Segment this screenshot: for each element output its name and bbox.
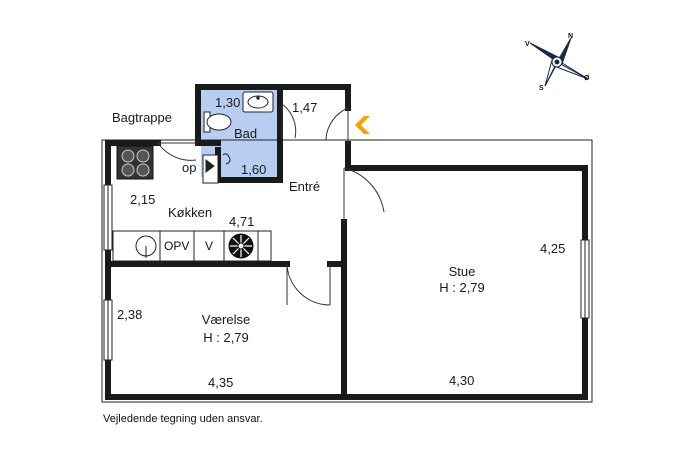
stove xyxy=(116,145,154,180)
kokken-dim-1: 2,15 xyxy=(130,192,156,207)
entrance-arrow-icon xyxy=(355,116,370,134)
compass-letter-n: N xyxy=(568,33,574,40)
water-heater xyxy=(202,154,219,184)
stue-height: H : 2,79 xyxy=(439,280,485,295)
compass-rose-icon xyxy=(529,37,589,87)
stue-name: Stue xyxy=(448,264,476,279)
stue-dim-2: 4,30 xyxy=(449,373,475,388)
entre-name: Entré xyxy=(289,179,321,194)
bathroom-fixtures xyxy=(203,91,274,165)
door-swings xyxy=(157,103,385,306)
bad-dim-1: 1,30 xyxy=(215,95,241,110)
vaerelse-dim-2: 4,35 xyxy=(208,375,234,390)
entre-dim: 1,47 xyxy=(292,100,318,115)
op-label: op xyxy=(182,160,197,175)
bad-dim-2: 1,60 xyxy=(241,162,267,177)
vaerelse-height: H : 2,79 xyxy=(203,330,249,345)
compass-letter-v: V xyxy=(525,41,530,48)
compass-letter-o: Ø xyxy=(584,75,590,82)
opv-label: OPV xyxy=(164,239,190,253)
windows xyxy=(103,184,590,361)
vaerelse-name: Værelse xyxy=(201,312,251,327)
disclaimer-text: Vejledende tegning uden ansvar. xyxy=(103,413,263,425)
kokken-name: Køkken xyxy=(168,205,213,220)
bad-name: Bad xyxy=(234,126,258,141)
ventilation-fan xyxy=(228,233,254,259)
vaerelse-dim-1: 2,38 xyxy=(117,307,143,322)
bagtrappe-label: Bagtrappe xyxy=(112,110,172,125)
outer-wall-outline xyxy=(101,139,593,403)
v-label: V xyxy=(205,239,214,253)
walls xyxy=(105,84,588,400)
compass-letter-s: S xyxy=(539,85,544,92)
stue-dim-1: 4,25 xyxy=(540,241,566,256)
kokken-dim-2: 4,71 xyxy=(229,214,255,229)
